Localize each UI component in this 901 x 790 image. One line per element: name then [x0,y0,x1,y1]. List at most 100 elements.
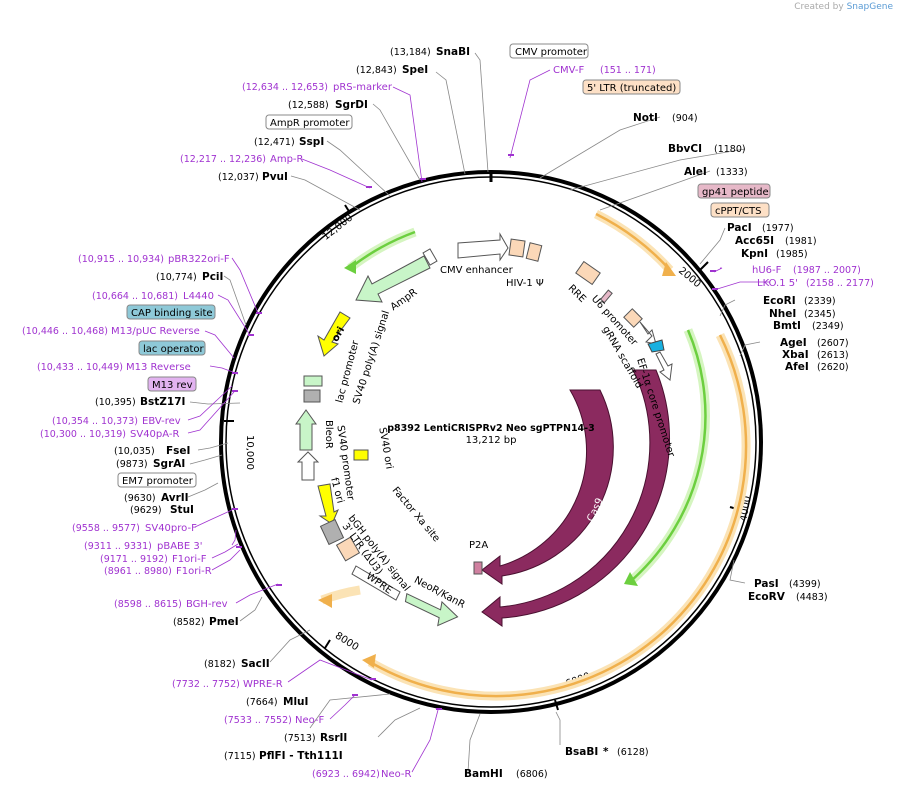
enz-sgrai[interactable]: SgrAI [153,458,185,470]
feature-box-gp41[interactable]: gp41 peptide [697,183,771,199]
enz-sspi[interactable]: SspI [299,136,324,148]
feature-box-ampr-promoter[interactable]: AmpR promoter [265,114,353,130]
lac-promoter-block [303,375,323,387]
primer-pbabe[interactable]: pBABE 3' [157,541,203,552]
primer-marks [232,154,718,710]
primer-amp-r[interactable]: Amp-R [270,154,304,165]
enz-rsrii[interactable]: RsrII [320,732,347,744]
enz-xbai-pos: (2613) [817,350,849,361]
primer-sv40pa[interactable]: SV40pA-R [130,429,179,440]
enz-ecorv[interactable]: EcoRV [748,591,786,603]
enz-kpni[interactable]: KpnI [741,248,768,260]
svg-text:lac operator: lac operator [143,344,204,355]
enz-bsabi[interactable]: BsaBI [565,746,598,758]
primer-l4440[interactable]: L4440 [183,291,214,302]
enz-pmei-pos: (8582) [173,617,205,628]
svg-text:EM7 promoter: EM7 promoter [122,476,194,487]
enz-xbai[interactable]: XbaI [782,349,809,361]
label-ampr: AmpR [389,287,420,313]
enz-ecori[interactable]: EcoRI [763,295,796,307]
primer-pbr322[interactable]: pBR322ori-F [168,254,230,265]
primer-neo-r-pos: (6923 .. 6942) [312,769,380,780]
enz-sspi-pos: (12,471) [254,137,295,148]
tick-10000: 10,000 [244,435,255,470]
enz-pmei[interactable]: PmeI [209,616,239,628]
enz-ecorv-pos: (4483) [796,592,828,603]
primer-cmv-f[interactable]: CMV-F [553,65,584,76]
enz-pcii[interactable]: PciI [202,271,223,283]
enz-pvui[interactable]: PvuI [262,171,288,183]
enz-bstz17i[interactable]: BstZ17I [140,396,185,408]
enz-stui[interactable]: StuI [170,504,194,516]
primer-neo-r[interactable]: Neo-R [381,769,412,780]
enz-fsei[interactable]: FseI [166,445,190,457]
enz-agei[interactable]: AgeI [780,337,807,349]
feature-box-m13rev[interactable]: M13 rev [147,376,197,392]
snapgene-logo: SnapGene [846,2,893,12]
enz-rsrii-pos: (7513) [284,733,316,744]
primer-f1ori-r[interactable]: F1ori-R [176,566,212,577]
enz-pasi[interactable]: PasI [754,578,779,590]
primer-neo-f[interactable]: Neo-F [295,715,325,726]
enz-pflfi[interactable]: PflFI - Tth111I [259,750,343,762]
primer-hu6-f[interactable]: hU6-F [752,265,782,276]
enz-bamhi[interactable]: BamHI [464,768,503,780]
primer-bgh[interactable]: BGH-rev [186,599,228,610]
enz-spei[interactable]: SpeI [402,64,428,76]
cas9-outer [481,369,670,627]
orange-arc-bottom [369,334,748,698]
enz-afei[interactable]: AfeI [785,361,809,373]
enz-bmti[interactable]: BmtI [773,320,801,332]
primer-prs-marker[interactable]: pRS-marker [333,82,393,93]
enz-avrii[interactable]: AvrII [161,492,189,504]
leader-lines [187,52,761,773]
primer-lko[interactable]: LKO.1 5' [757,278,798,289]
bgh-polya-block [319,518,345,546]
enz-alei[interactable]: AleI [684,166,707,178]
green-arc-right [631,329,707,581]
neor-arrow [404,592,459,627]
cppt-block [623,308,643,328]
snapgene-credit: Created by SnapGene [794,2,893,12]
primer-sv40pro[interactable]: SV40pro-F [145,523,197,534]
enz-sacii[interactable]: SacII [241,658,270,670]
primer-wpre-r[interactable]: WPRE-R [243,679,283,690]
enz-noti[interactable]: NotI [633,112,658,124]
primer-cmv-f-pos: (151 .. 171) [600,65,656,76]
enz-noti-pos: (904) [672,113,698,124]
feature-box-em7[interactable]: EM7 promoter [117,472,197,488]
primer-prs-marker-pos: (12,634 .. 12,653) [242,82,328,93]
enz-sgrdi[interactable]: SgrDI [335,99,368,111]
enz-paci[interactable]: PacI [727,222,752,234]
svg-text:5' LTR (truncated): 5' LTR (truncated) [587,83,676,94]
feature-box-cppt[interactable]: cPPT/CTS [710,202,770,218]
enz-pflfi-pos: (7115) [224,751,256,762]
enz-agei-pos: (2607) [817,338,849,349]
primer-ebv-rev[interactable]: EBV-rev [142,416,181,427]
enz-mlui-pos: (7664) [246,697,278,708]
primer-m13puc[interactable]: M13/pUC Reverse [111,326,200,337]
enz-acc65i[interactable]: Acc65I [735,235,774,247]
primer-f1ori-f[interactable]: F1ori-F [172,554,207,565]
enz-mlui[interactable]: MluI [283,696,308,708]
cppt-arc-halo [593,209,674,274]
enz-pvui-pos: (12,037) [218,172,259,183]
sv40-polya-block [303,389,321,403]
bleor-arrow [295,409,317,451]
feature-box-cap[interactable]: CAP binding site [126,304,216,320]
grna-scaffold-block [647,339,665,353]
primer-f1ori-r-pos: (8961 .. 8980) [104,566,172,577]
enz-nhei[interactable]: NheI [769,308,796,320]
orange-arrowhead-bottom [362,654,376,668]
enz-snabi[interactable]: SnaBI [436,46,470,58]
feature-box-lac-operator[interactable]: lac operator [138,340,206,356]
primer-m13rev[interactable]: M13 Reverse [126,362,191,373]
feature-box-5ltr[interactable]: 5' LTR (truncated) [582,79,681,95]
rre-block [575,260,601,286]
enz-bmti-pos: (2349) [812,321,844,332]
orange-arc-bottom-halo [367,333,751,701]
feature-box-cmv-promoter[interactable]: CMV promoter [509,43,589,59]
enz-bbvci[interactable]: BbvCI [668,143,702,155]
primer-m13puc-pos: (10,446 .. 10,468) [22,326,108,337]
